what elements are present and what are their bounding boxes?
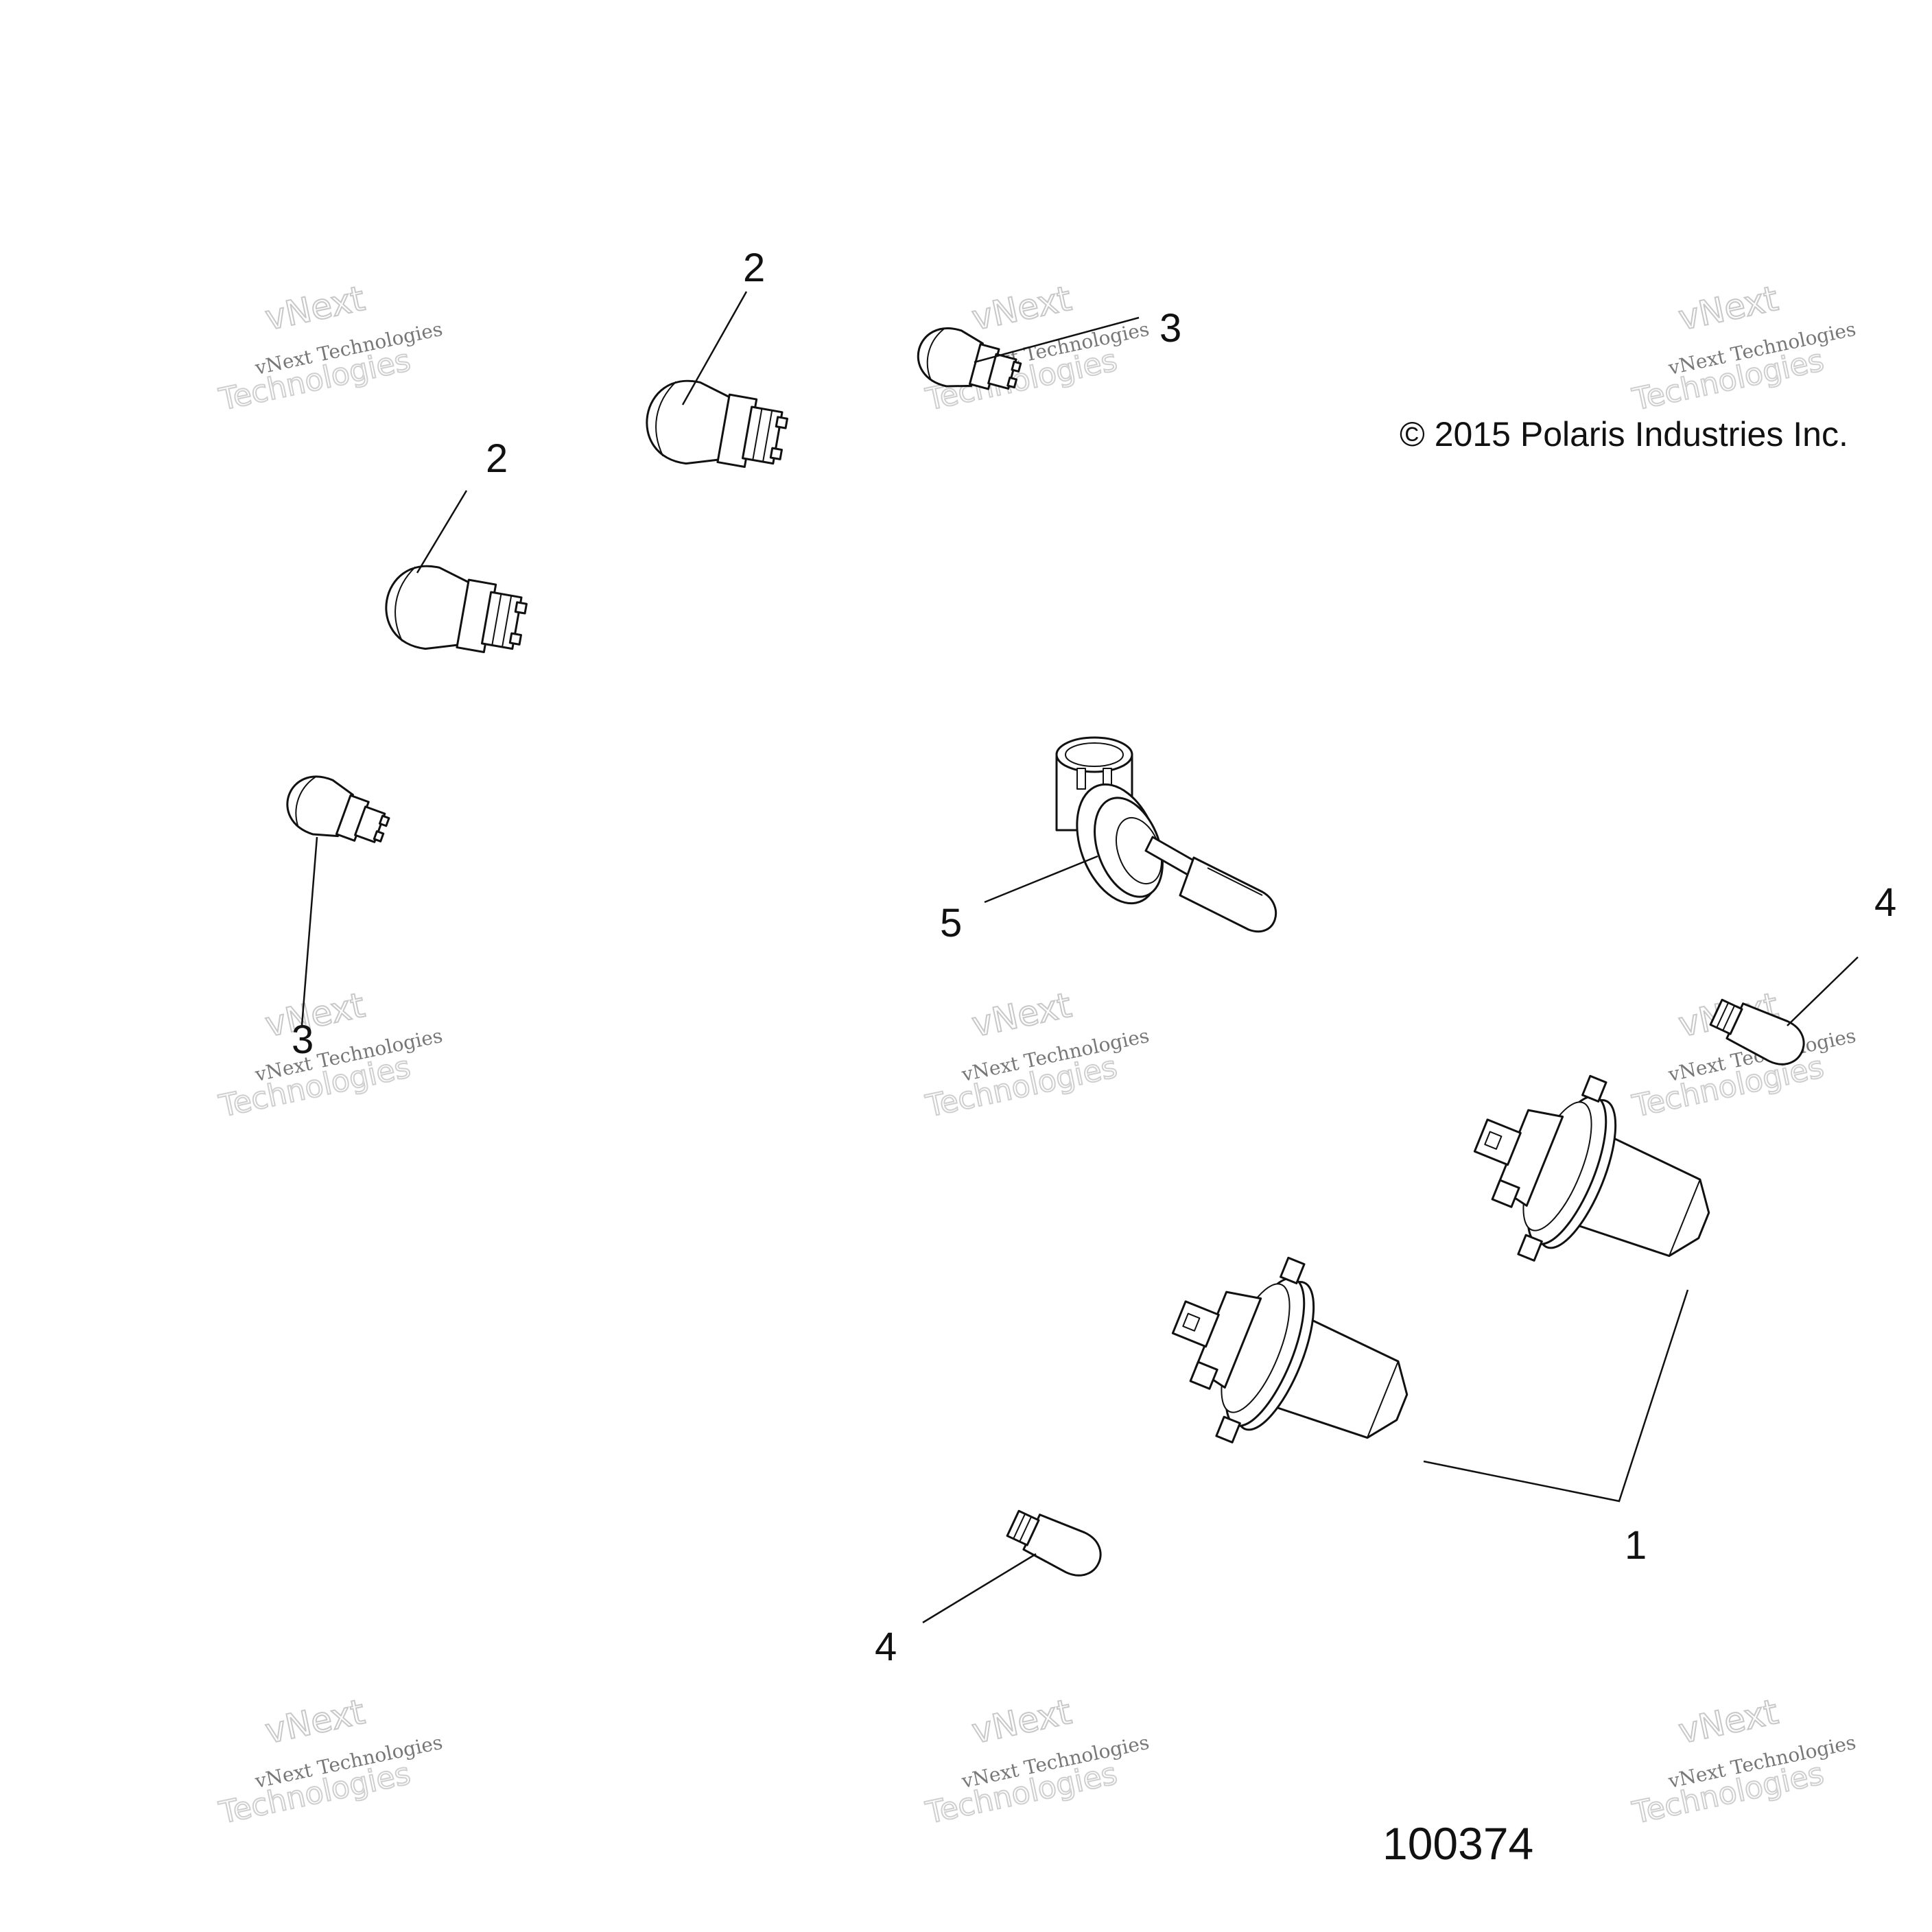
- leader-4-bottom: [922, 1553, 1037, 1624]
- watermark: vNext vNext Technologies Technologies: [1629, 278, 1858, 419]
- watermark-brand: vNext: [969, 1692, 1075, 1752]
- watermark-brand: vNext: [262, 279, 368, 338]
- mini-bulb-4-right: [1709, 998, 1805, 1065]
- callout-3-top: 3: [1159, 306, 1181, 351]
- callout-5: 5: [940, 901, 962, 945]
- leader-5: [984, 855, 1098, 904]
- copyright-text: © 2015 Polaris Industries Inc.: [1400, 415, 1848, 453]
- leader-3-top: [974, 316, 1140, 364]
- callout-3-left: 3: [292, 1017, 314, 1062]
- callout-1: 1: [1625, 1523, 1647, 1568]
- leader-2-upper: [681, 291, 748, 405]
- watermark-brand: vNext: [969, 279, 1075, 338]
- callout-2-lower: 2: [486, 436, 508, 481]
- wedge-bulb-3-top: [917, 327, 1022, 390]
- callout-2-upper: 2: [743, 246, 765, 290]
- figure-number: 100374: [1382, 1818, 1533, 1869]
- watermark-brand: vNext: [262, 985, 368, 1045]
- leader-2-lower: [416, 490, 468, 574]
- watermark-brand: vNext: [1675, 1692, 1782, 1752]
- watermark-brand: vNext: [262, 1692, 368, 1752]
- watermark: vNext vNext Technologies Technologies: [215, 985, 445, 1125]
- wedge-bulb-3-left: [286, 775, 390, 843]
- leader-4-right: [1787, 956, 1859, 1026]
- connector-bulb-5: [1055, 736, 1277, 933]
- watermark: vNext vNext Technologies Technologies: [922, 985, 1151, 1125]
- headlamp-bulb-1-upper: [1473, 1074, 1710, 1262]
- leader-3-left: [301, 836, 318, 1026]
- watermark: vNext vNext Technologies Technologies: [922, 1691, 1151, 1832]
- leader-1: [1423, 1289, 1689, 1503]
- callout-4-right: 4: [1874, 880, 1896, 925]
- watermark: vNext vNext Technologies Technologies: [1629, 985, 1858, 1125]
- watermark: vNext vNext Technologies Technologies: [215, 1691, 445, 1832]
- watermark-brand: vNext: [969, 985, 1075, 1045]
- wedge-bulb-2-lower: [385, 565, 528, 654]
- mini-bulb-4-bottom: [1006, 1509, 1102, 1577]
- headlamp-bulb-1-lower: [1171, 1256, 1409, 1444]
- watermark-brand: vNext: [1675, 279, 1782, 338]
- wedge-bulb-2-upper: [646, 379, 788, 469]
- callout-4-bottom: 4: [875, 1625, 897, 1669]
- watermark: vNext vNext Technologies Technologies: [215, 278, 445, 419]
- watermark: vNext vNext Technologies Technologies: [1629, 1691, 1858, 1832]
